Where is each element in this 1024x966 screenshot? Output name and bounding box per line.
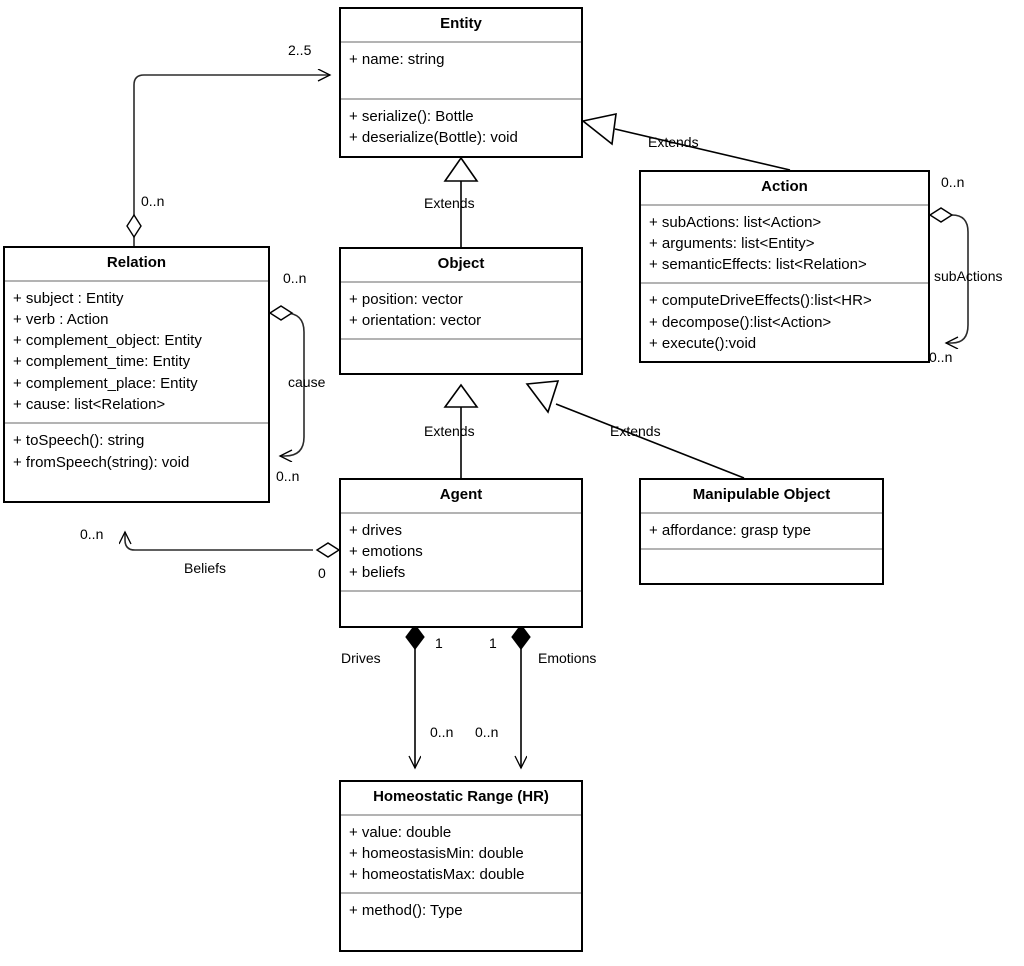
class-attribute: + value: double: [349, 823, 452, 841]
class-attribute: + position: vector: [349, 290, 463, 308]
edge-label-beliefs: Beliefs: [184, 560, 227, 576]
class-methods-manipulable-object: x: [641, 547, 882, 583]
edge-agent-hr-emotions: [511, 624, 531, 768]
class-methods-object: x: [341, 338, 581, 373]
class-box-manipulable-object[interactable]: Manipulable Object + affordance: grasp t…: [639, 478, 884, 586]
class-attributes-relation: + subject : Entity + verb : Action + com…: [5, 279, 268, 423]
multiplicity-beliefs-relation: 0..n: [80, 526, 104, 542]
class-attribute: + beliefs: [349, 564, 406, 582]
class-attribute: + complement_time: Entity: [13, 353, 191, 371]
class-attribute: + homeostatisMax: double: [349, 866, 525, 884]
class-attribute: + subject : Entity: [13, 289, 124, 307]
edge-agent-hr-drives: [405, 624, 425, 768]
class-attribute: + drives: [349, 521, 402, 539]
class-attribute: + emotions: [349, 542, 423, 560]
multiplicity-subactions-bottom: 0..n: [929, 349, 953, 365]
class-attribute: + subActions: list<Action>: [649, 213, 822, 231]
multiplicity-emotions-hr: 0..n: [475, 724, 499, 740]
multiplicity-emotions-agent: 1: [489, 635, 497, 651]
multiplicity-relation-entity-target: 2..5: [288, 42, 312, 58]
class-method: + toSpeech(): string: [13, 432, 145, 450]
class-box-entity[interactable]: Entity + name: string x + serialize(): B…: [339, 7, 583, 158]
edge-agent-relation-beliefs: [125, 532, 341, 558]
class-method: + fromSpeech(string): void: [13, 453, 190, 471]
class-method: + method(): Type: [349, 902, 463, 920]
multiplicity-cause-bottom: 0..n: [276, 468, 300, 484]
class-box-agent[interactable]: Agent + drives + emotions + beliefs x: [339, 478, 583, 628]
multiplicity-relation-entity-source: 0..n: [141, 193, 165, 209]
multiplicity-beliefs-agent: 0: [318, 565, 326, 581]
class-title-relation: Relation: [106, 254, 167, 271]
edge-label-extends-agent: Extends: [424, 423, 475, 439]
edge-label-extends-object: Extends: [424, 195, 475, 211]
class-attributes-manipulable-object: + affordance: grasp type: [641, 511, 882, 548]
class-attribute: + affordance: grasp type: [649, 521, 811, 539]
class-method: + deserialize(Bottle): void: [349, 129, 518, 147]
class-methods-action: + computeDriveEffects():list<HR> + decom…: [641, 282, 928, 361]
multiplicity-drives-hr: 0..n: [430, 724, 454, 740]
class-attributes-agent: + drives + emotions + beliefs: [341, 511, 581, 591]
multiplicity-cause-top: 0..n: [283, 270, 307, 286]
class-attribute: + orientation: vector: [349, 311, 482, 329]
multiplicity-subactions-top: 0..n: [941, 174, 965, 190]
class-attribute: + cause: list<Relation>: [13, 395, 166, 413]
class-attributes-homeostatic-range: + value: double + homeostasisMin: double…: [341, 813, 581, 893]
class-title-action: Action: [761, 178, 808, 195]
class-attributes-object: + position: vector + orientation: vector: [341, 280, 581, 339]
class-method: + execute():void: [649, 334, 757, 352]
class-box-object[interactable]: Object + position: vector + orientation:…: [339, 247, 583, 376]
class-title-homeostatic-range: Homeostatic Range (HR): [373, 788, 549, 805]
class-title-manipulable-object: Manipulable Object: [692, 486, 831, 503]
multiplicity-drives-agent: 1: [435, 635, 443, 651]
class-attribute: + complement_place: Entity: [13, 374, 198, 392]
edge-label-drives: Drives: [341, 650, 381, 666]
edge-label-subactions: subActions: [934, 268, 1003, 284]
class-title-entity: Entity: [440, 15, 482, 32]
edge-label-emotions: Emotions: [538, 650, 597, 666]
class-attributes-entity: + name: string x: [341, 40, 581, 99]
class-title-agent: Agent: [439, 486, 483, 503]
class-attribute: + semanticEffects: list<Relation>: [649, 256, 867, 274]
class-attribute: + homeostasisMin: double: [349, 844, 524, 862]
edge-label-cause: cause: [288, 374, 326, 390]
class-box-homeostatic-range[interactable]: Homeostatic Range (HR) + value: double +…: [339, 780, 583, 952]
class-method: + computeDriveEffects():list<HR>: [649, 292, 872, 310]
class-methods-agent: x: [341, 590, 581, 625]
class-box-relation[interactable]: Relation + subject : Entity + verb : Act…: [3, 246, 270, 504]
class-attribute: + name: string: [349, 50, 445, 68]
class-attributes-action: + subActions: list<Action> + arguments: …: [641, 203, 928, 283]
class-methods-homeostatic-range: + method(): Type x: [341, 892, 581, 950]
class-attribute: + complement_object: Entity: [13, 332, 202, 350]
class-method: + decompose():list<Action>: [649, 313, 832, 331]
edge-label-extends-action: Extends: [648, 134, 699, 150]
edge-relation-entity: [126, 75, 330, 246]
class-methods-relation: + toSpeech(): string + fromSpeech(string…: [5, 422, 268, 501]
class-attribute: + verb : Action: [13, 310, 109, 328]
edge-label-extends-manipulable-object: Extends: [610, 423, 661, 439]
class-box-action[interactable]: Action + subActions: list<Action> + argu…: [639, 170, 930, 364]
class-method: + serialize(): Bottle: [349, 108, 474, 126]
class-attribute: + arguments: list<Entity>: [649, 234, 815, 252]
class-methods-entity: + serialize(): Bottle + deserialize(Bott…: [341, 98, 581, 156]
class-title-object: Object: [437, 255, 485, 272]
